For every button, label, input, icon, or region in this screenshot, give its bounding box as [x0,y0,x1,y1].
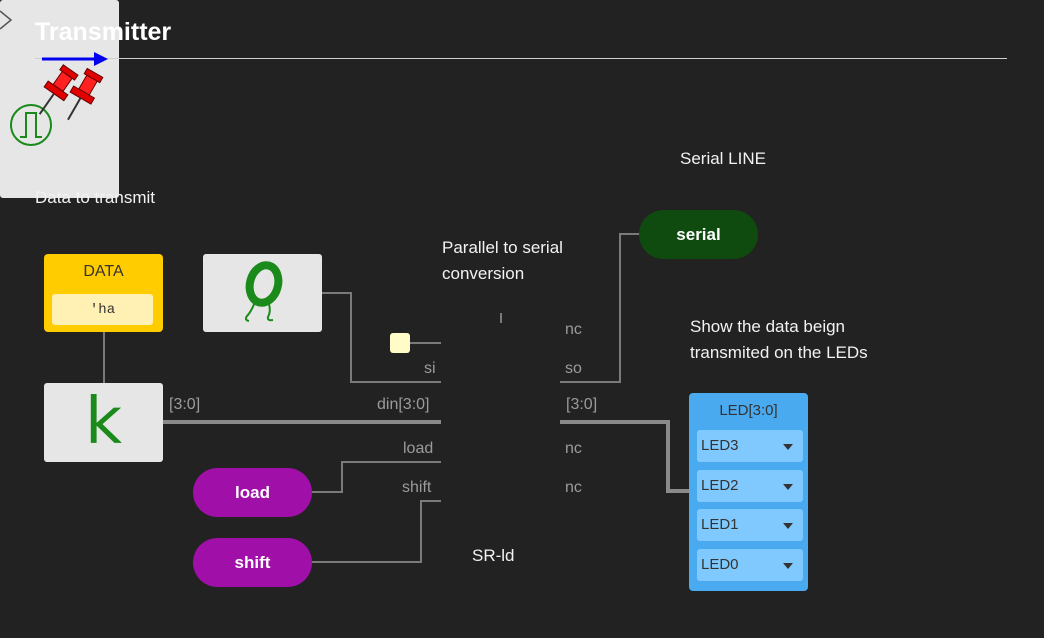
title-divider [35,58,1007,59]
sr-graphics [0,10,108,146]
port-dout: [3:0] [566,396,598,413]
port-so: so [565,360,582,377]
shift-input-button[interactable]: shift [193,538,312,587]
wire-so-serial [560,233,640,383]
note-data-to-transmit: Data to transmit [35,188,155,207]
led-panel-title: LED[3:0] [719,402,778,419]
sr-name-label: SR-ld [472,546,515,565]
chevron-down-icon [783,444,793,450]
note-show-2: transmited on the LEDs [690,343,868,362]
led-item-label: LED2 [701,477,739,494]
led-panel[interactable]: LED[3:0] LED3 LED2 LED1 LED0 [689,393,808,591]
wire-load [312,461,441,493]
led-item[interactable]: LED3 [697,430,803,462]
serial-output-pill[interactable]: serial [639,210,758,259]
zero-constant-block[interactable] [203,254,322,332]
note-p2s-2: conversion [442,264,525,283]
clock-triangle-icon [0,10,13,30]
k-block[interactable]: k [44,383,163,462]
note-serial-line: Serial LINE [680,149,766,168]
clock-input-box[interactable] [390,333,410,353]
led-item-label: LED1 [701,516,739,533]
chevron-down-icon [783,484,793,490]
wire-zero-si [322,292,441,383]
led-item[interactable]: LED1 [697,509,803,541]
port-din: din[3:0] [377,396,430,413]
shift-register-block[interactable] [0,0,119,198]
led-item[interactable]: LED2 [697,470,803,502]
wire-shift [312,500,441,563]
zero-constant-icon [244,261,283,322]
chevron-down-icon [783,523,793,529]
data-constant-block[interactable]: DATA 'ha [44,254,163,332]
page-title: Transmitter [35,18,172,46]
bus-width-label: [3:0] [169,396,201,413]
note-p2s-1: Parallel to serial [442,238,563,257]
data-block-label: DATA [83,263,124,280]
bus-dout-leds [560,420,689,493]
clock-icon [10,104,52,146]
port-nc-mid: nc [565,440,582,457]
port-si: si [424,360,436,377]
port-nc-top: nc [565,321,582,338]
port-shift: shift [402,479,432,496]
k-glyph: k [84,385,123,459]
led-item[interactable]: LED0 [697,549,803,581]
led-item-label: LED3 [701,437,739,454]
port-load: load [403,440,434,457]
pushpin-icon [38,64,104,121]
port-nc-bottom: nc [565,479,582,496]
led-item-label: LED0 [701,556,739,573]
chevron-down-icon [783,563,793,569]
data-value-field[interactable]: 'ha [52,294,153,325]
arrow-right-icon [42,52,108,66]
load-input-button[interactable]: load [193,468,312,517]
note-show-1: Show the data beign [690,317,846,336]
